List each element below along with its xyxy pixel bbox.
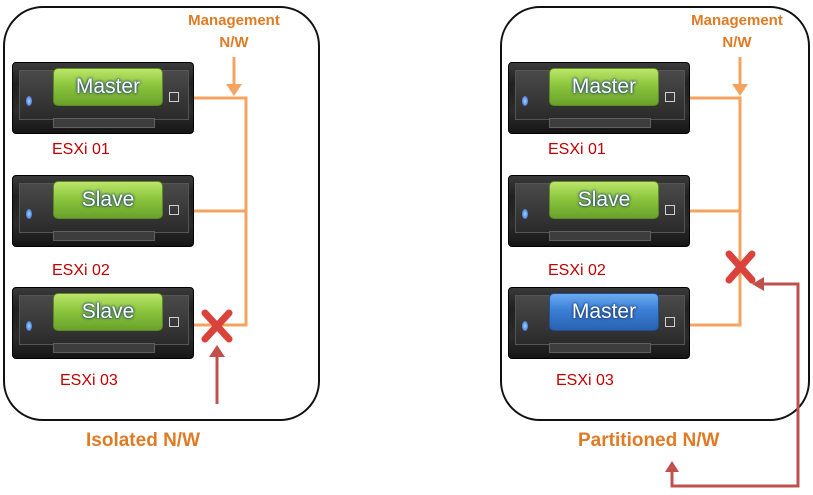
isolated-management-line1: Management: [188, 12, 280, 29]
host-role-badge: Master: [53, 68, 163, 106]
partitioned-management-line2: N/W: [722, 34, 752, 51]
isolated-management-label: Management N/W: [159, 10, 309, 54]
isolated-failure-x-icon: [201, 309, 233, 343]
host-name-label: ESXi 03: [556, 372, 614, 389]
power-led-icon: [522, 209, 528, 219]
partitioned-server-esxi03: Master: [508, 287, 690, 359]
host-name-label: ESXi 01: [548, 141, 606, 158]
partitioned-management-line1: Management: [691, 12, 783, 29]
partitioned-caption: Partitioned N/W: [578, 430, 720, 451]
port-icon: [665, 317, 675, 327]
partitioned-management-arrowhead: [732, 84, 748, 96]
port-icon: [665, 92, 675, 102]
port-icon: [169, 205, 179, 215]
power-led-icon: [26, 96, 32, 106]
partitioned-server-esxi02: Slave: [508, 175, 690, 247]
host-name-label: ESXi 02: [548, 262, 606, 279]
host-name-label: ESXi 02: [52, 262, 110, 279]
isolated-caption: Isolated N/W: [86, 430, 201, 451]
power-led-icon: [522, 321, 528, 331]
isolated-server-esxi01: Master: [12, 62, 194, 134]
host-role-badge: Slave: [549, 181, 659, 219]
host-name-label: ESXi 03: [60, 372, 118, 389]
partition-link-arrowhead-bottom: [665, 461, 679, 472]
isolated-management-line2: N/W: [219, 34, 249, 51]
host-role-badge: Slave: [53, 181, 163, 219]
port-icon: [169, 317, 179, 327]
partition-link-arrow: [670, 282, 800, 488]
host-role-badge: Slave: [53, 293, 163, 331]
isolated-server-esxi02: Slave: [12, 175, 194, 247]
host-name-label: ESXi 01: [52, 141, 110, 158]
port-icon: [665, 205, 675, 215]
isolated-link-arrowhead: [209, 345, 225, 357]
isolated-server-esxi03: Slave: [12, 287, 194, 359]
host-role-badge: Master: [549, 68, 659, 106]
partition-link-arrowhead-right: [752, 277, 764, 291]
partitioned-failure-x-icon: [725, 250, 756, 284]
port-icon: [169, 92, 179, 102]
partitioned-management-label: Management N/W: [662, 10, 812, 54]
isolated-management-arrowhead: [226, 84, 242, 96]
host-role-badge: Master: [549, 293, 659, 331]
power-led-icon: [26, 209, 32, 219]
partitioned-server-esxi01: Master: [508, 62, 690, 134]
power-led-icon: [522, 96, 528, 106]
power-led-icon: [26, 321, 32, 331]
